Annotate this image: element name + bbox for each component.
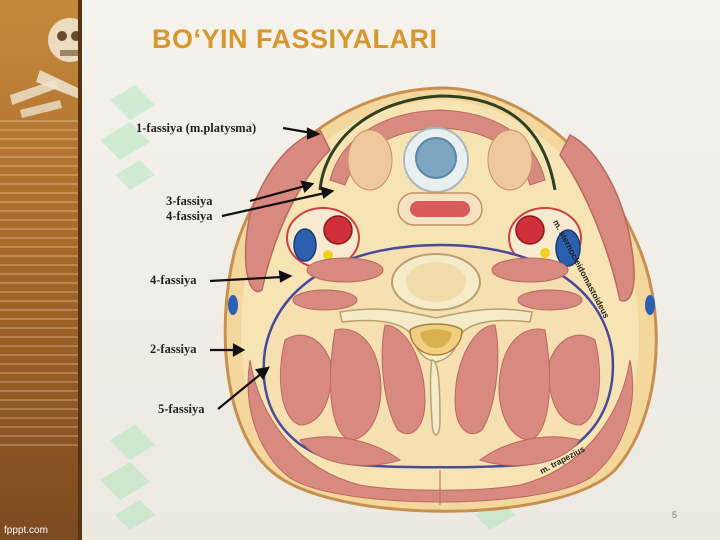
book-pages-image — [0, 120, 82, 450]
thyroid-left — [347, 129, 393, 191]
label-fascia-4-upper: 4-fassiya — [166, 209, 213, 223]
label-fascia-5: 5-fassiya — [158, 402, 205, 416]
vagus-nerve-left — [323, 250, 333, 260]
external-jugular-right — [645, 295, 655, 315]
sternocleidomastoid-right — [559, 133, 635, 302]
platysma-fascia — [318, 94, 557, 191]
external-jugular-left — [228, 295, 238, 315]
jugular-vein-right — [555, 229, 581, 267]
spinal-cord — [420, 329, 452, 348]
footer-brand: fpppt.com — [4, 525, 48, 536]
annotation-arrows — [209, 126, 335, 410]
page-title: BO‘YIN FASSIYALARI — [152, 24, 438, 54]
jugular-vein-left — [293, 228, 317, 262]
esophagus-lumen — [410, 201, 470, 217]
page-number: 5 — [671, 510, 677, 520]
label-fascia-2: 2-fassiya — [150, 342, 197, 356]
trapezius-muscle — [247, 359, 634, 503]
label-fascia-4-lower: 4-fassiya — [150, 273, 197, 287]
spinous-process — [429, 359, 441, 436]
vagus-nerve-right — [540, 248, 550, 258]
sternocleidomastoid-left — [244, 129, 331, 293]
label-fascia-1: 1-fassiya (m.platysma) — [136, 121, 257, 135]
carotid-artery-left — [323, 215, 353, 245]
deep-neck-muscles — [279, 257, 601, 466]
carotid-artery-right — [515, 215, 545, 245]
label-fascia-3: 3-fassiya — [166, 194, 213, 208]
sidebar-edge — [78, 0, 82, 540]
sidebar-decoration: fpppt.com — [0, 0, 82, 540]
thyroid-right — [487, 129, 533, 191]
vertebral-body-center — [406, 262, 466, 302]
pretracheal-muscles — [329, 109, 546, 186]
skeleton-image — [10, 18, 82, 118]
trachea-lumen — [415, 137, 457, 179]
